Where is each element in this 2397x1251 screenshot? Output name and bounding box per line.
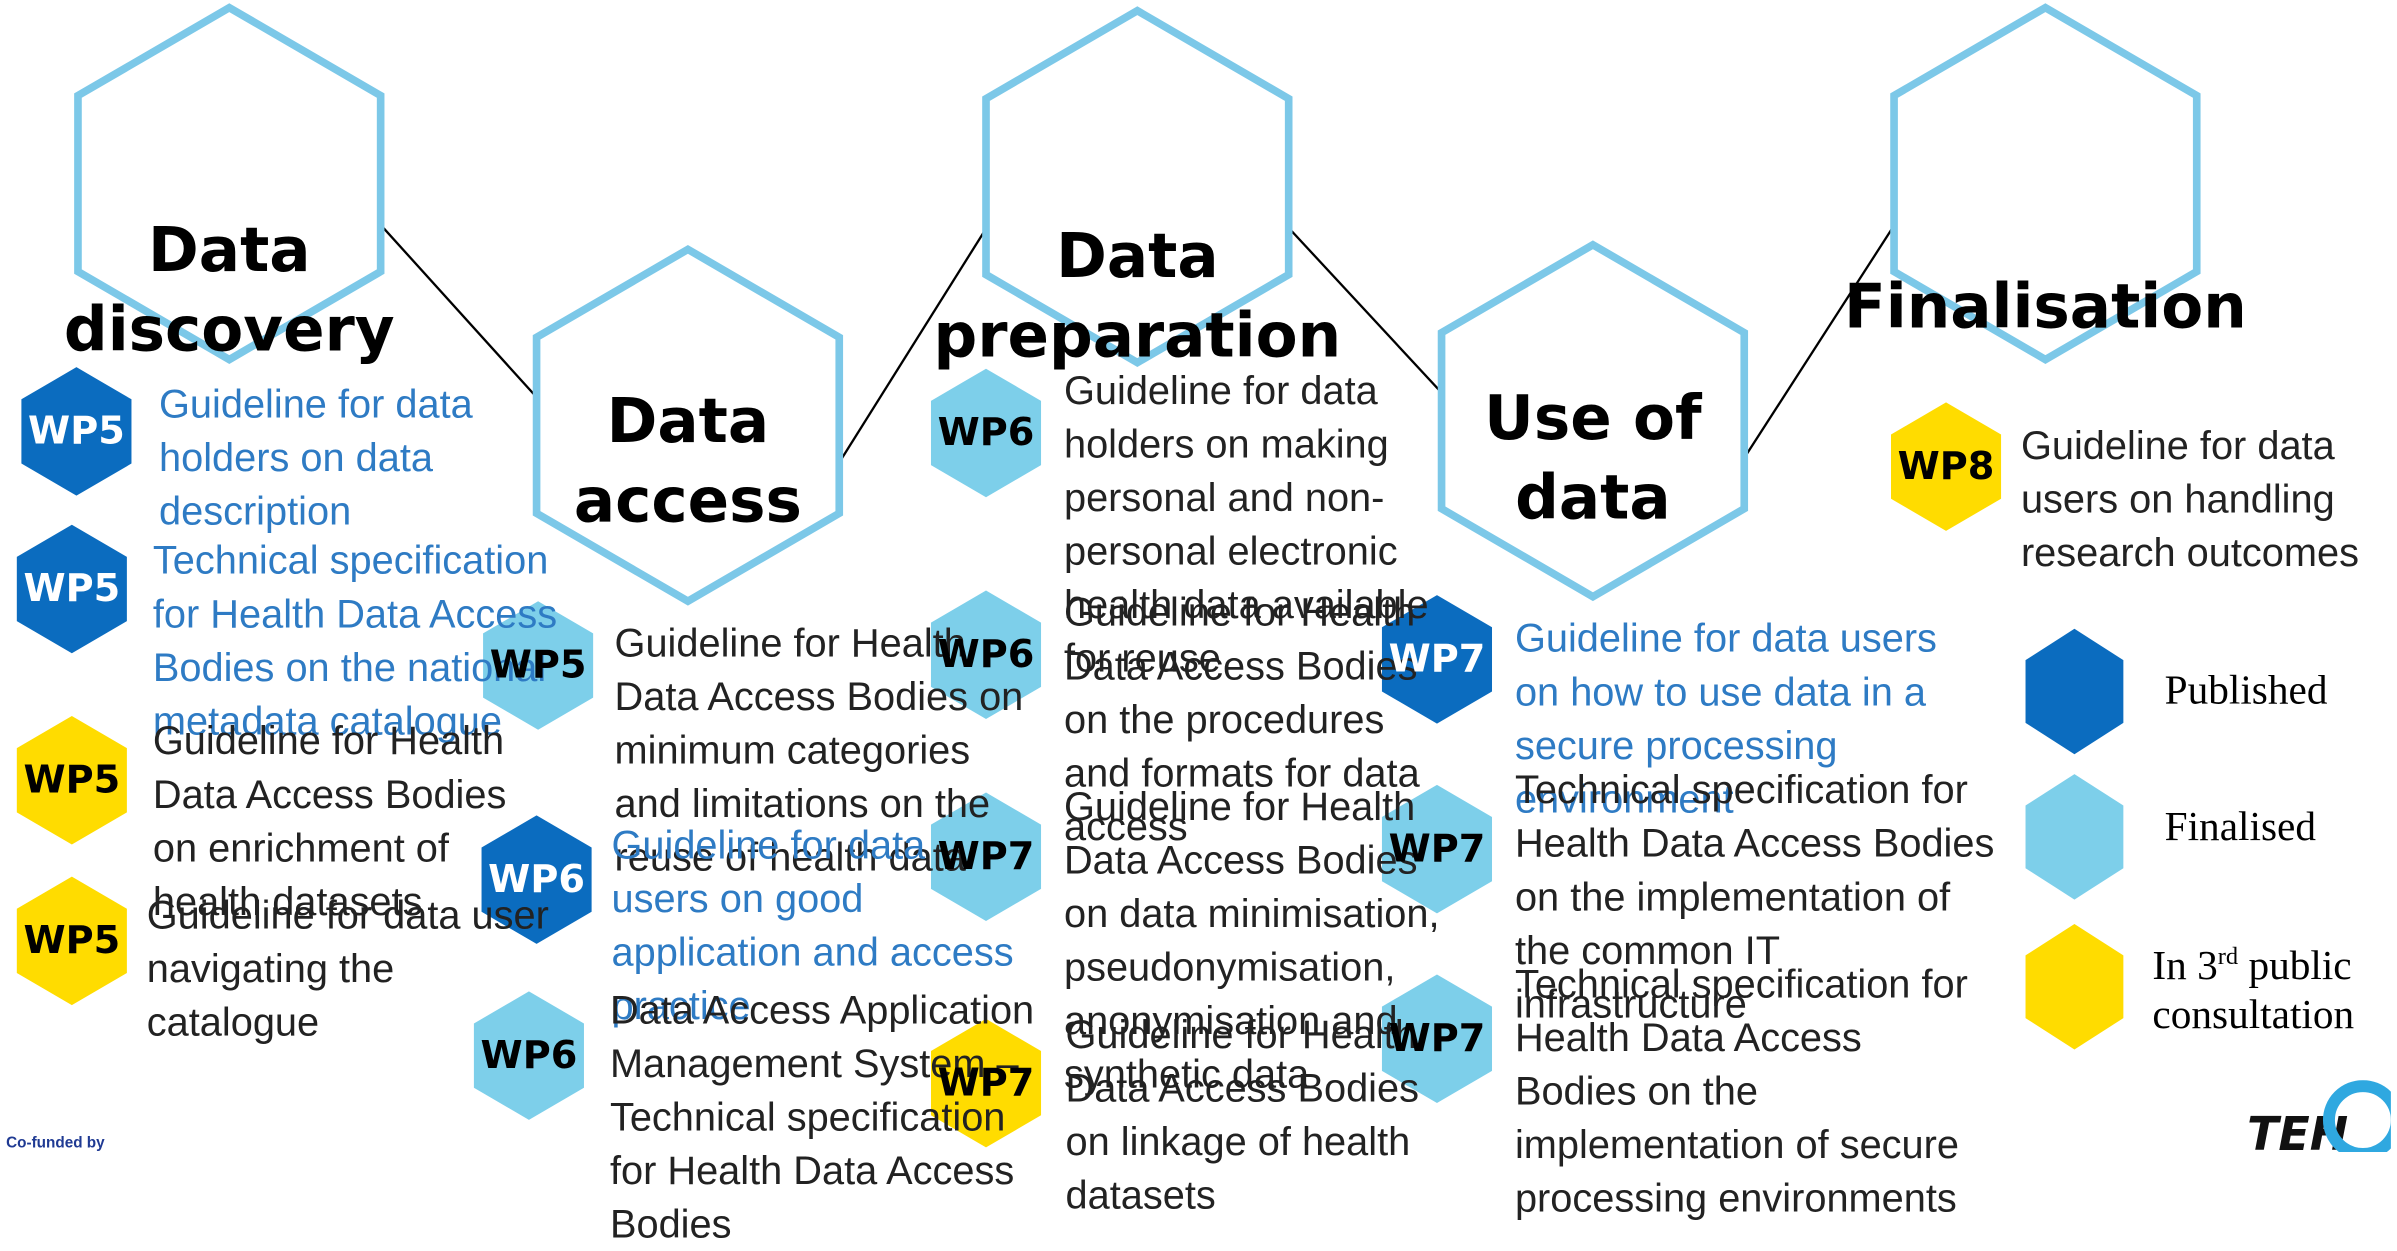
document-description: Guideline for Health Data Access Bodies …: [1063, 783, 1440, 1097]
legend-consultation-hexagon: [2025, 924, 2124, 1050]
wp-hexagon-finalised: [930, 368, 1042, 498]
phase-label: Data preparation: [933, 221, 1342, 372]
document-description: Guideline for Health Data Access Bodies …: [1065, 1011, 1419, 1218]
logo-ring: [2322, 1080, 2391, 1152]
legend-consultation-sup: rd: [2217, 943, 2239, 970]
phase-hexagon: [1437, 240, 1749, 602]
phase-label: Use of data: [1484, 384, 1702, 534]
document-hexagons: [16, 367, 2002, 1148]
wp-hexagon-published: [16, 524, 127, 654]
wp-label: WP5: [23, 757, 121, 802]
wp-label: WP7: [937, 833, 1035, 879]
legend-consultation-pre: In 3: [2152, 942, 2218, 989]
phase-label: Data access: [573, 387, 802, 537]
wp-hexagon-consultation: [16, 876, 127, 1006]
legend-consultation-label: In 3rd public consultation: [2152, 941, 2354, 1039]
wp-hexagon-published: [481, 815, 592, 944]
document-description: Guideline for Health Data Access Bodies …: [614, 619, 1024, 880]
wp-label: WP8: [1897, 443, 1995, 489]
wp-label: WP7: [937, 1060, 1035, 1105]
legend-published-label: Published: [2164, 667, 2328, 713]
phase-hexagon: [74, 3, 385, 364]
connector-line: [1741, 222, 1897, 461]
wp-label: WP5: [489, 642, 587, 687]
document-description: Guideline for data holders on making per…: [1063, 367, 1429, 681]
wp-hexagon-published: [1381, 595, 1493, 724]
legend-published-hexagon: [2025, 628, 2124, 755]
wp-label: WP5: [28, 408, 125, 453]
document-description: Guideline for data holders on data descr…: [158, 380, 473, 534]
connector-line: [1286, 225, 1444, 396]
wp-hexagon-finalised: [1381, 784, 1493, 914]
wp-hexagon-finalised: [473, 991, 584, 1120]
phase-label: Finalisation: [1843, 272, 2247, 343]
phase-hexagon: [982, 6, 1293, 368]
document-description: Guideline for data users on good applica…: [611, 821, 1014, 1029]
document-description: Guideline for data users on handling res…: [2020, 422, 2359, 576]
legend-finalised-hexagon: [2025, 774, 2124, 900]
document-description: Technical specification for Health Data …: [152, 536, 558, 744]
document-description: Guideline for Health Data Access Bodies …: [152, 717, 507, 925]
wp-label: WP7: [1388, 636, 1486, 681]
document-description: Guideline for data users on how to use d…: [1514, 615, 1937, 822]
wp-label: WP6: [480, 1032, 578, 1078]
cofunded-label: Co-funded by: [6, 1135, 105, 1152]
wp-hexagon-published: [21, 367, 132, 496]
diagram-canvas: [16, 3, 2201, 1148]
document-description: Technical specification for Health Data …: [1514, 960, 1968, 1221]
document-description: Guideline for data user navigating the c…: [146, 891, 549, 1045]
wp-hexagon-consultation: [16, 715, 127, 845]
connector-line: [836, 225, 989, 466]
wp-label: WP6: [488, 856, 585, 902]
legend-consultation-post: public consultation: [2152, 942, 2355, 1038]
document-description: Guideline for Health Data Access Bodies …: [1063, 589, 1420, 850]
wp-hexagon-finalised: [483, 601, 594, 730]
wp-label: WP5: [23, 566, 121, 611]
wp-label: WP7: [1388, 826, 1486, 871]
phase-hexagon: [1890, 3, 2201, 364]
document-description: Data Access Application Management Syste…: [609, 986, 1035, 1247]
wp-label: WP6: [937, 410, 1035, 455]
wp-hexagon-consultation: [1891, 402, 2002, 531]
wp-hexagon-consultation: [930, 1018, 1042, 1148]
legend-hexagons: [2025, 628, 2124, 1050]
teh-logo: TEH: [2247, 1080, 2391, 1152]
wp-hexagon-finalised: [930, 792, 1042, 921]
phase-hexagons: [74, 3, 2201, 606]
wp-hexagon-finalised: [1381, 974, 1493, 1104]
connector-lines: [378, 222, 1897, 466]
phase-label: Data discovery: [63, 215, 395, 366]
wp-label: WP7: [1388, 1015, 1486, 1061]
wp-hexagon-finalised: [930, 590, 1042, 720]
phase-hexagon: [532, 244, 844, 606]
document-description: Technical specification for Health Data …: [1514, 766, 1995, 1027]
connector-line: [378, 222, 539, 400]
wp-label: WP5: [23, 917, 121, 963]
legend-finalised-label: Finalised: [2164, 803, 2316, 850]
wp-label: WP6: [937, 631, 1035, 677]
